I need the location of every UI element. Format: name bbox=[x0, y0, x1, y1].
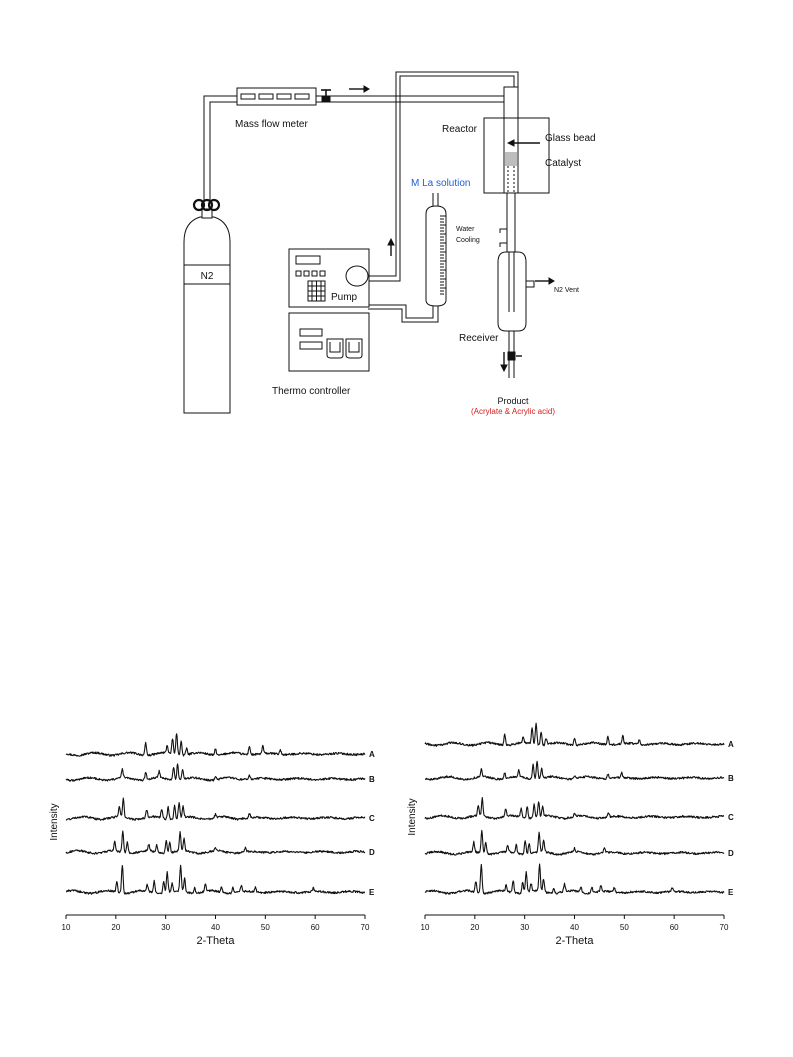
series-label-C: C bbox=[728, 813, 734, 822]
glass-bead-arrow-icon bbox=[506, 139, 540, 147]
reactor bbox=[483, 86, 550, 256]
mass-flow-meter bbox=[236, 87, 317, 106]
receiver-label: Receiver bbox=[459, 333, 499, 344]
n2-cylinder bbox=[183, 198, 231, 414]
water-cooling-label-1: Water bbox=[456, 226, 475, 233]
series-label-B: B bbox=[728, 774, 734, 783]
pump-label: Pump bbox=[331, 292, 358, 303]
x-tick-label: 40 bbox=[211, 923, 220, 932]
xrd-chart-right: 10 20 30 40 50 60 70 2-Theta Intensity A B C D E bbox=[407, 722, 734, 947]
x-tick-label: 10 bbox=[62, 923, 71, 932]
x-tick-label: 30 bbox=[520, 923, 529, 932]
product-label: Product bbox=[497, 396, 529, 406]
flow-arrow-icon bbox=[349, 85, 370, 93]
gas-line bbox=[203, 95, 238, 200]
catalyst-label: Catalyst bbox=[545, 158, 581, 169]
gas-line-to-reactor bbox=[316, 89, 504, 103]
x-tick-label: 60 bbox=[311, 923, 320, 932]
x-tick-label: 40 bbox=[570, 923, 579, 932]
series-label-B: B bbox=[369, 775, 375, 784]
x-tick-label: 50 bbox=[620, 923, 629, 932]
mass-flow-meter-label: Mass flow meter bbox=[235, 119, 308, 130]
water-cooling-ports bbox=[499, 228, 507, 247]
xrd-pattern-B bbox=[65, 763, 366, 782]
xrd-pattern-B bbox=[424, 760, 725, 781]
liquid-feed-line bbox=[368, 71, 519, 282]
x-tick-label: 10 bbox=[421, 923, 430, 932]
xrd-pattern-D bbox=[424, 829, 725, 856]
n2-vent-label: N2 Vent bbox=[554, 287, 579, 294]
reactor-label: Reactor bbox=[442, 124, 478, 135]
n2-label: N2 bbox=[201, 271, 214, 282]
xrd-pattern-C bbox=[424, 797, 725, 820]
x-tick-label: 20 bbox=[111, 923, 120, 932]
series-label-D: D bbox=[728, 849, 734, 858]
xrd-pattern-A bbox=[65, 733, 366, 757]
thermo-controller-label: Thermo controller bbox=[272, 386, 351, 397]
vent-arrow-icon bbox=[535, 277, 555, 285]
product-down-arrow-icon bbox=[500, 352, 508, 373]
xrd-pattern-A bbox=[424, 722, 725, 747]
series-label-A: A bbox=[369, 750, 375, 759]
y-axis-label: Intensity bbox=[407, 798, 418, 835]
x-tick-label: 60 bbox=[670, 923, 679, 932]
xrd-pattern-E bbox=[424, 863, 725, 895]
receiver bbox=[497, 251, 535, 378]
solution-reservoir bbox=[425, 193, 447, 307]
x-tick-label: 30 bbox=[161, 923, 170, 932]
series-label-D: D bbox=[369, 848, 375, 857]
y-axis-label: Intensity bbox=[49, 803, 60, 840]
xrd-pattern-D bbox=[65, 830, 366, 855]
series-label-C: C bbox=[369, 814, 375, 823]
feed-up-arrow-icon bbox=[387, 237, 395, 256]
series-label-E: E bbox=[728, 888, 734, 897]
apparatus-diagram: N2 Mass flow meter bbox=[183, 71, 596, 416]
xrd-pattern-C bbox=[65, 797, 366, 821]
reservoir-to-pump-line bbox=[368, 304, 439, 323]
xrd-pattern-E bbox=[65, 864, 366, 895]
x-tick-label: 50 bbox=[261, 923, 270, 932]
thermo-controller bbox=[288, 312, 370, 372]
water-cooling-label-2: Cooling bbox=[456, 237, 480, 244]
x-tick-label: 20 bbox=[470, 923, 479, 932]
x-tick-label: 70 bbox=[720, 923, 729, 932]
x-tick-label: 70 bbox=[361, 923, 370, 932]
pump bbox=[288, 248, 370, 308]
xrd-chart-left: 10 20 30 40 50 60 70 2-Theta Intensity A B C D E bbox=[49, 733, 375, 947]
solution-label: M La solution bbox=[411, 178, 470, 189]
series-label-E: E bbox=[369, 888, 375, 897]
x-axis-label: 2-Theta bbox=[556, 935, 595, 947]
product-detail-label: (Acrylate & Acrylic acid) bbox=[471, 407, 555, 416]
glass-bead-label: Glass bead bbox=[545, 133, 596, 144]
x-axis-label: 2-Theta bbox=[197, 935, 236, 947]
series-label-A: A bbox=[728, 740, 734, 749]
